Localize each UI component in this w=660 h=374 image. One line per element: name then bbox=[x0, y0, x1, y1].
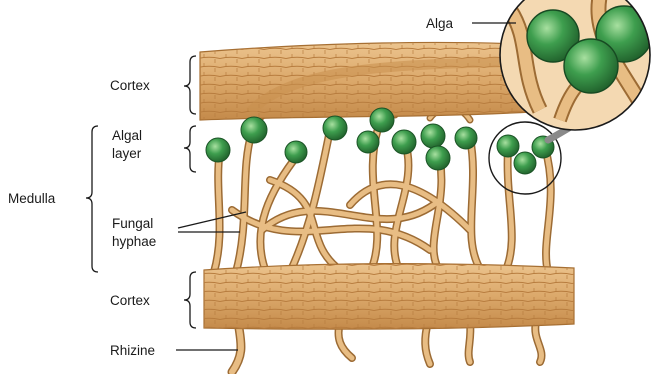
fungal-hyphae-label-line1: Fungal bbox=[112, 216, 153, 231]
fungal-hyphae-label-line2: hyphae bbox=[112, 234, 156, 249]
upper-cortex bbox=[200, 42, 532, 120]
cortex-top-brace bbox=[184, 56, 196, 114]
algal-layer-brace bbox=[184, 126, 196, 172]
algal-layer-label-line1: Algal bbox=[112, 128, 142, 143]
cortex-top-label: Cortex bbox=[110, 78, 150, 93]
medulla-label: Medulla bbox=[8, 191, 56, 206]
alga-label: Alga bbox=[426, 16, 454, 31]
cortex-bottom-label: Cortex bbox=[110, 293, 150, 308]
medulla-brace bbox=[86, 126, 98, 272]
rhizine-label: Rhizine bbox=[110, 343, 155, 358]
lower-cortex bbox=[204, 264, 574, 329]
fungal-hyphae-leader-line-1 bbox=[178, 212, 246, 228]
algal-layer-label-line2: layer bbox=[112, 146, 142, 161]
cortex-bottom-brace bbox=[184, 272, 196, 328]
